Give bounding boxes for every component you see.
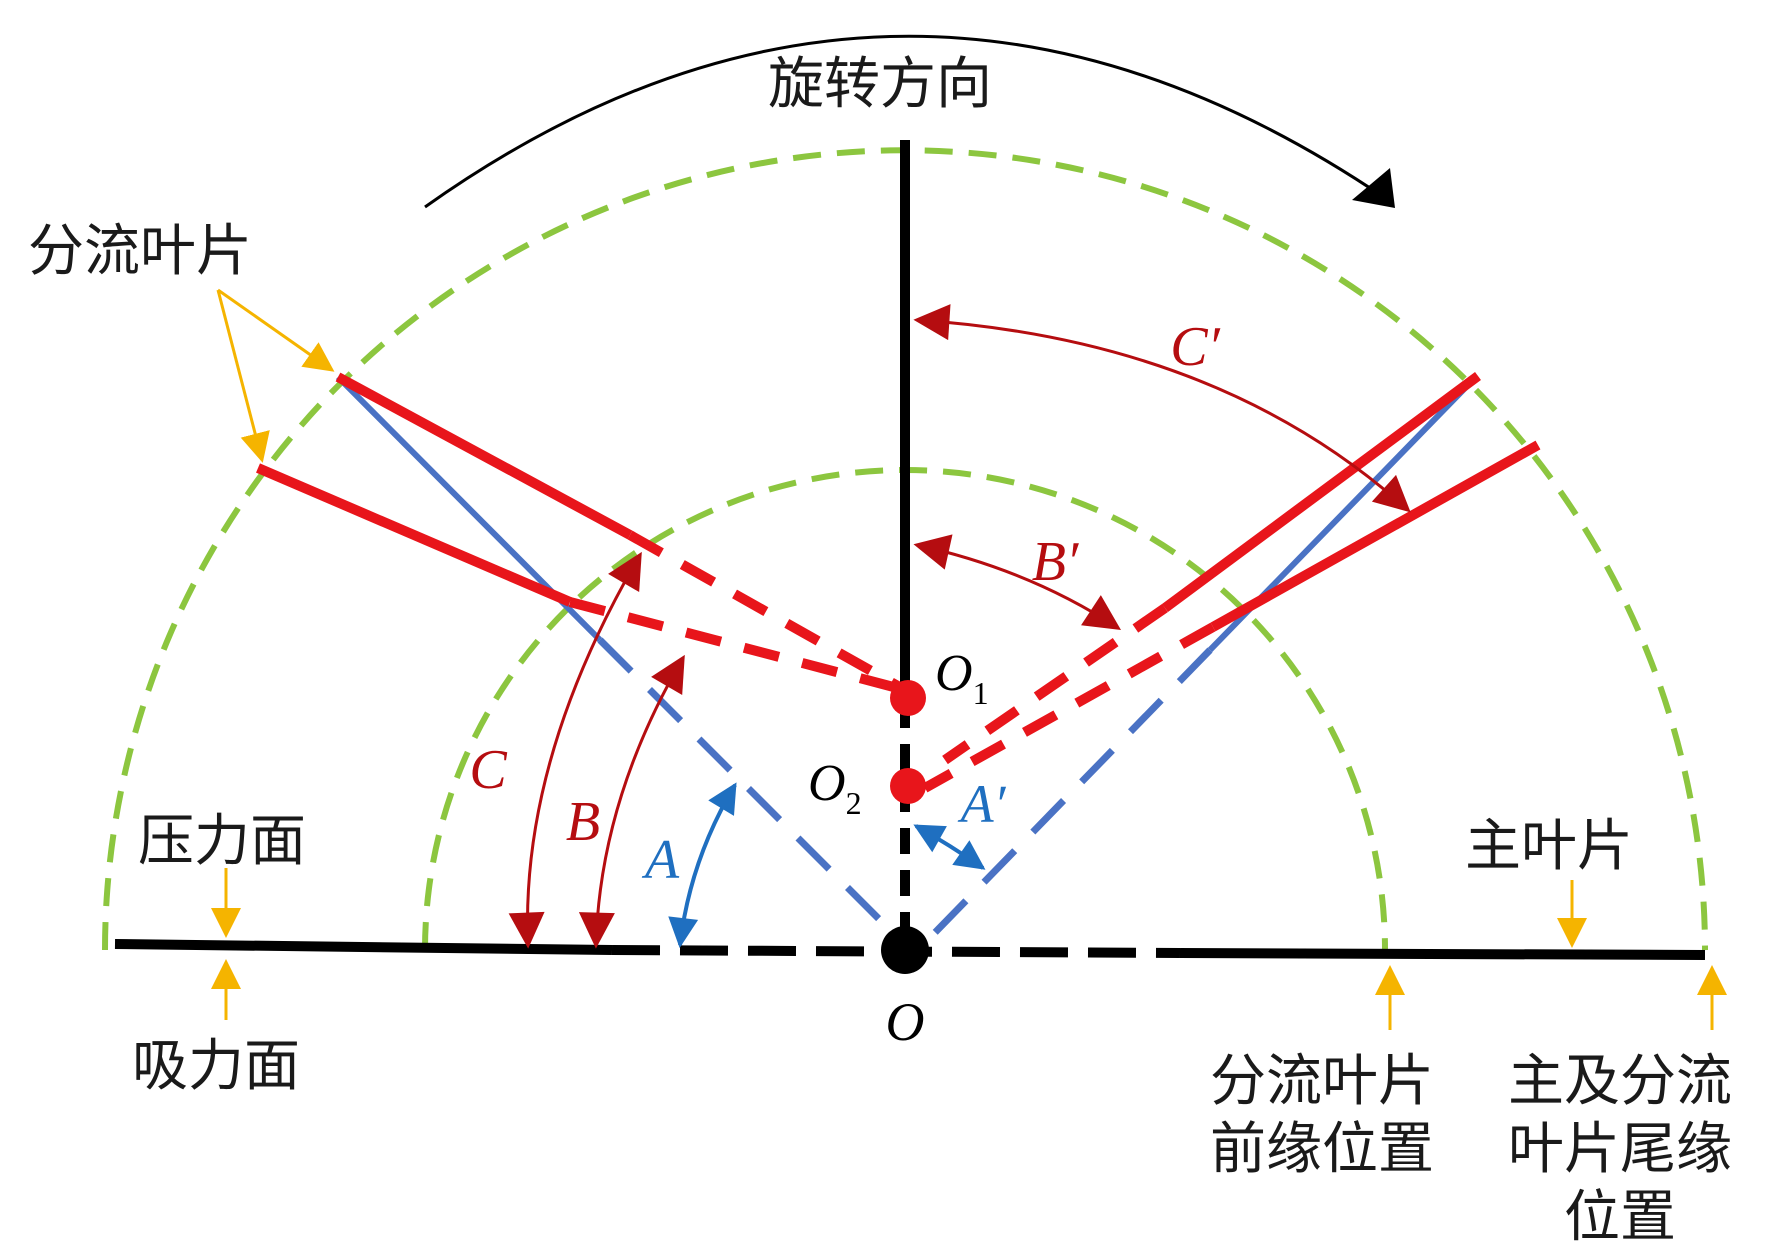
angle-a-arrow [668, 782, 737, 948]
splitter-blade-left-lower-dashed [568, 597, 907, 695]
splitter-pointer-arrow-upper [217, 288, 335, 372]
rotation-direction-arrow [424, 34, 1386, 209]
splitter-pointer-arrow-lower [216, 289, 270, 463]
trailing-edge-label-line2: 叶片尾缘 [1508, 1117, 1732, 1182]
point-o-label: O [886, 992, 925, 1052]
trailing-edge-label-line3: 位置 [1564, 1185, 1676, 1250]
angle-b-prime-label: B′ [1032, 531, 1079, 593]
point-o2 [890, 768, 926, 804]
splitter-blade-right-upper-dashed [942, 603, 1168, 765]
rotation-direction-label: 旋转方向 [768, 52, 992, 117]
splitter-blade-left-upper [335, 372, 633, 540]
angle-c-prime-arrow [913, 304, 1411, 513]
main-blade-left-solid [114, 939, 613, 955]
point-o2-label: O2 [808, 755, 862, 821]
leading-edge-label-line2: 前缘位置 [1210, 1117, 1434, 1182]
angle-a-prime-label: A′ [958, 774, 1007, 834]
main-blade-label: 主叶片 [1465, 814, 1633, 879]
splitter-blades-label: 分流叶片 [28, 219, 252, 284]
angle-c-prime-label: C′ [1170, 316, 1220, 378]
angle-b-label: B [566, 791, 600, 853]
point-o1-label: O1 [935, 645, 989, 711]
angle-c-label: C [469, 739, 507, 801]
leading-edge-label-line1: 分流叶片 [1210, 1049, 1434, 1114]
pressure-side-label: 压力面 [138, 809, 306, 874]
point-o2-letter: O [808, 755, 846, 812]
point-o [881, 926, 929, 974]
rotation-arrow-head [1352, 168, 1395, 208]
angle-a-label: A [641, 829, 680, 891]
suction-side-label: 吸力面 [132, 1034, 300, 1099]
point-o1-subscript: 1 [973, 675, 989, 711]
point-o1-letter: O [935, 645, 973, 702]
point-o2-subscript: 2 [846, 785, 862, 821]
splitter-blade-left-upper-dashed [627, 530, 908, 695]
trailing-edge-label-line1: 主及分流 [1508, 1049, 1732, 1114]
splitter-blade-right-lower [1210, 440, 1541, 632]
splitter-blade-left-lower [256, 463, 572, 607]
splitter-blade-right-upper [1162, 371, 1481, 613]
splitter-blade-right-lower-dashed [922, 622, 1216, 793]
main-blade-right-solid [1179, 948, 1706, 960]
angle-b-arrow [578, 654, 685, 949]
angle-b-prime-arrow [913, 534, 1122, 630]
angle-a-prime-arrow [913, 824, 986, 870]
angle-c-arrow [508, 551, 642, 949]
point-o1 [890, 680, 926, 716]
